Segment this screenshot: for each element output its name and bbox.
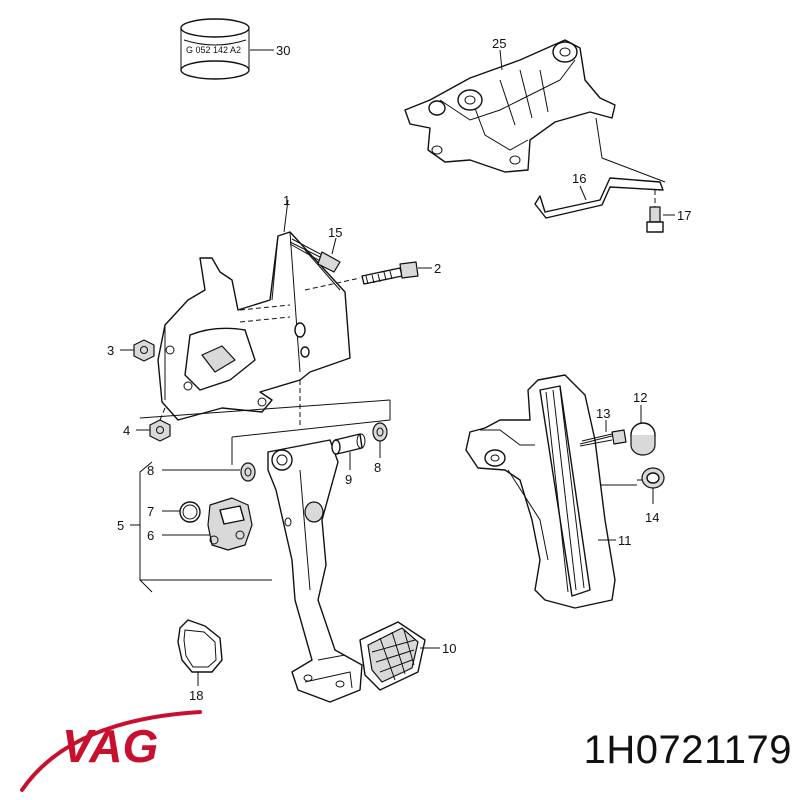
ring-stamp-text: G 052 142 A2: [186, 45, 241, 55]
part-2-bolt: [304, 261, 419, 291]
callout-17: 17: [677, 208, 691, 223]
part-3-nut: [133, 339, 155, 362]
brake-pedal-arm: [267, 439, 363, 703]
part-6-switch: [207, 497, 253, 551]
part-13-screw: [579, 429, 627, 447]
callout-6: 6: [147, 528, 154, 543]
callout-18: 18: [189, 688, 203, 703]
vag-logo: VAG: [20, 710, 202, 792]
part-30-sleeve: G 052 142 A2: [180, 18, 250, 80]
part-17-bolt: [646, 190, 664, 233]
callout-3: 3: [107, 343, 114, 358]
part-16-wire-bracket: [534, 177, 664, 219]
callout-9: 9: [345, 472, 352, 487]
part-8-bushing-left: [240, 462, 256, 482]
callout-2: 2: [434, 261, 441, 276]
part-25-upper-bracket: [404, 39, 616, 173]
part-18-seal: [177, 619, 223, 673]
part-4-nut: [149, 407, 171, 442]
part-8-bushing-right: [372, 422, 388, 442]
part-14-buffer: [637, 467, 665, 489]
part-10-pedal-pad: [359, 621, 426, 691]
callout-30: 30: [276, 43, 290, 58]
part-7-o-ring: [179, 501, 201, 523]
callout-10: 10: [442, 641, 456, 656]
callout-1: 1: [283, 193, 290, 208]
callout-11: 11: [618, 533, 632, 548]
part-1-pedal-bracket: [157, 231, 351, 425]
part-15-bolt: [289, 238, 341, 273]
part-12-cap: [630, 422, 656, 456]
callout-16: 16: [572, 171, 586, 186]
callout-8-left: 8: [147, 463, 154, 478]
callout-12: 12: [633, 390, 647, 405]
callout-15: 15: [328, 225, 342, 240]
callout-14: 14: [645, 510, 659, 525]
callout-13: 13: [596, 406, 610, 421]
part-11-accelerator-pedal: [465, 374, 637, 609]
callout-8-right: 8: [374, 460, 381, 475]
part-9-pivot-sleeve: [331, 433, 366, 455]
callout-7: 7: [147, 504, 154, 519]
callout-25: 25: [492, 36, 506, 51]
part-number: 1H0721179: [583, 728, 792, 772]
logo-text: VAG: [62, 720, 158, 772]
callout-4: 4: [123, 423, 130, 438]
callout-5: 5: [117, 518, 124, 533]
